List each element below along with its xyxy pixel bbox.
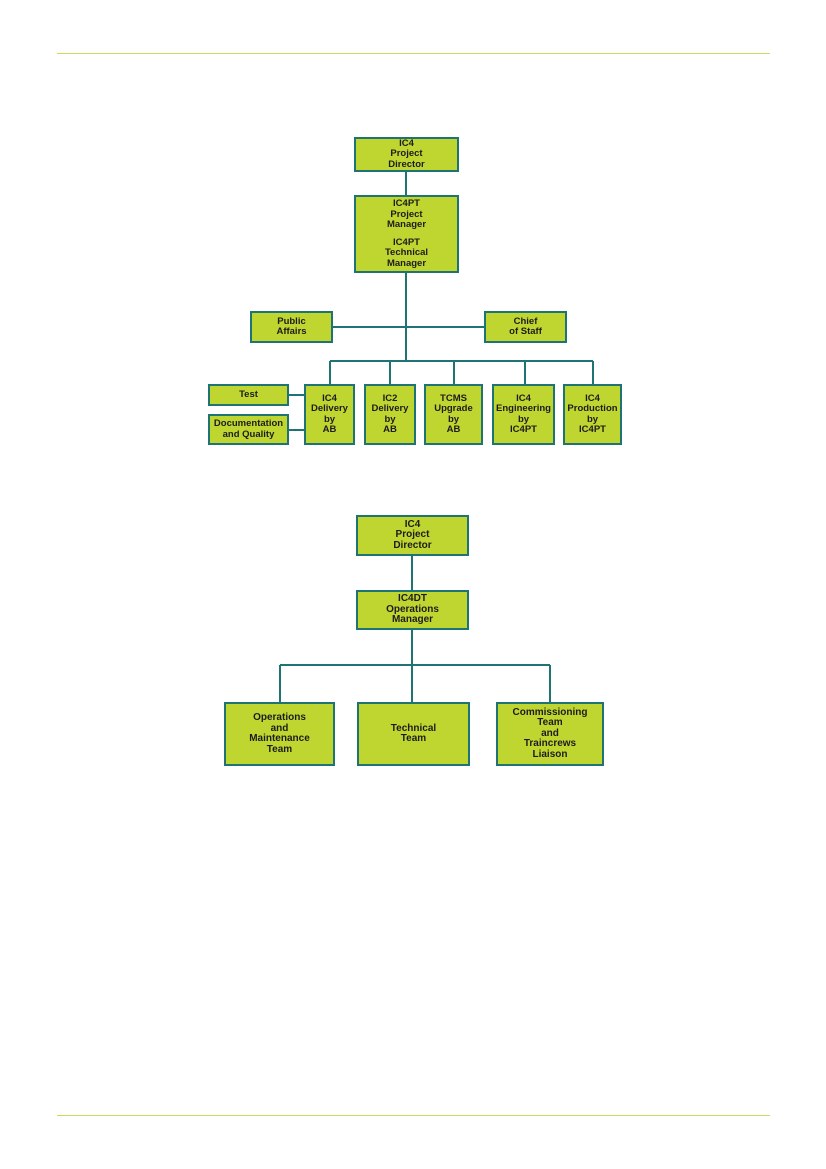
node-label-line: Test (239, 388, 258, 400)
node-label-line: Maintenance (249, 733, 310, 744)
node-label-line: IC4 (404, 518, 421, 530)
node-label-line: IC4 (399, 137, 414, 149)
node-label-line: Technical (384, 247, 429, 258)
node-label-line: IC4DT (398, 593, 427, 605)
node-label-line: Project (395, 529, 430, 541)
node-label-line: AB (383, 424, 397, 435)
node-label-line: IC4 (516, 392, 531, 404)
node-label-line: by (517, 413, 530, 425)
node-label-line: Team (400, 733, 427, 744)
node-label-line: by (384, 413, 396, 425)
node-label-line: Upgrade (434, 403, 473, 414)
node-label-line: Team (537, 717, 563, 729)
node-label-line: AB (446, 424, 461, 435)
node-label-line: Manager (386, 257, 427, 269)
node-label-line: Project (390, 208, 423, 220)
node-label-line: IC4 (322, 392, 337, 404)
node-label-line: AB (322, 424, 337, 435)
node-label-line: IC4PT (510, 424, 537, 435)
node-label-line: Director (393, 539, 432, 551)
node-label-line: and Quality (222, 428, 275, 440)
node-label-line: Technical (390, 722, 437, 734)
node-label-line: by (447, 413, 460, 425)
node-label-line: Documentation (213, 418, 284, 429)
node-label-line: and (541, 727, 559, 739)
node-label-line: by (323, 413, 336, 425)
node-label-line: IC4PT (393, 198, 420, 209)
node-label-line: Manager (386, 219, 427, 230)
node-label-line: Engineering (496, 403, 551, 414)
node-label-line: Director (388, 158, 425, 170)
node-label-line: Operations (253, 712, 306, 723)
node-label-line: Production (567, 403, 618, 414)
node-test: Test (208, 384, 289, 406)
node-label-line: Affairs (276, 326, 307, 337)
node-label-line: of Staff (509, 326, 542, 337)
node-label-line: IC2 (382, 392, 398, 404)
node-label-line: Operations (386, 603, 439, 615)
header-rule (57, 53, 770, 54)
node-label-line: Project (390, 148, 423, 160)
node-label-line: Traincrews (523, 738, 577, 750)
node-label-line: and (270, 722, 289, 734)
node-label-line: Chief (513, 315, 538, 327)
node-label-line: Delivery (311, 403, 348, 414)
node-label-line: Delivery (371, 403, 409, 414)
node-label-line: Public (277, 315, 306, 327)
node-label-line: Manager (391, 614, 434, 626)
node-label-line: IC4 (585, 392, 600, 404)
node-label-line: IC4PT (579, 424, 606, 435)
footer-rule (57, 1115, 770, 1116)
node-label-line: Liaison (532, 748, 568, 760)
node-label-line: TCMS (440, 392, 467, 404)
node-label-line: IC4PT (393, 236, 420, 248)
node-label-line: by (586, 413, 599, 425)
node-label-line: Commissioning (512, 706, 588, 718)
node-label-line: Team (266, 743, 293, 755)
